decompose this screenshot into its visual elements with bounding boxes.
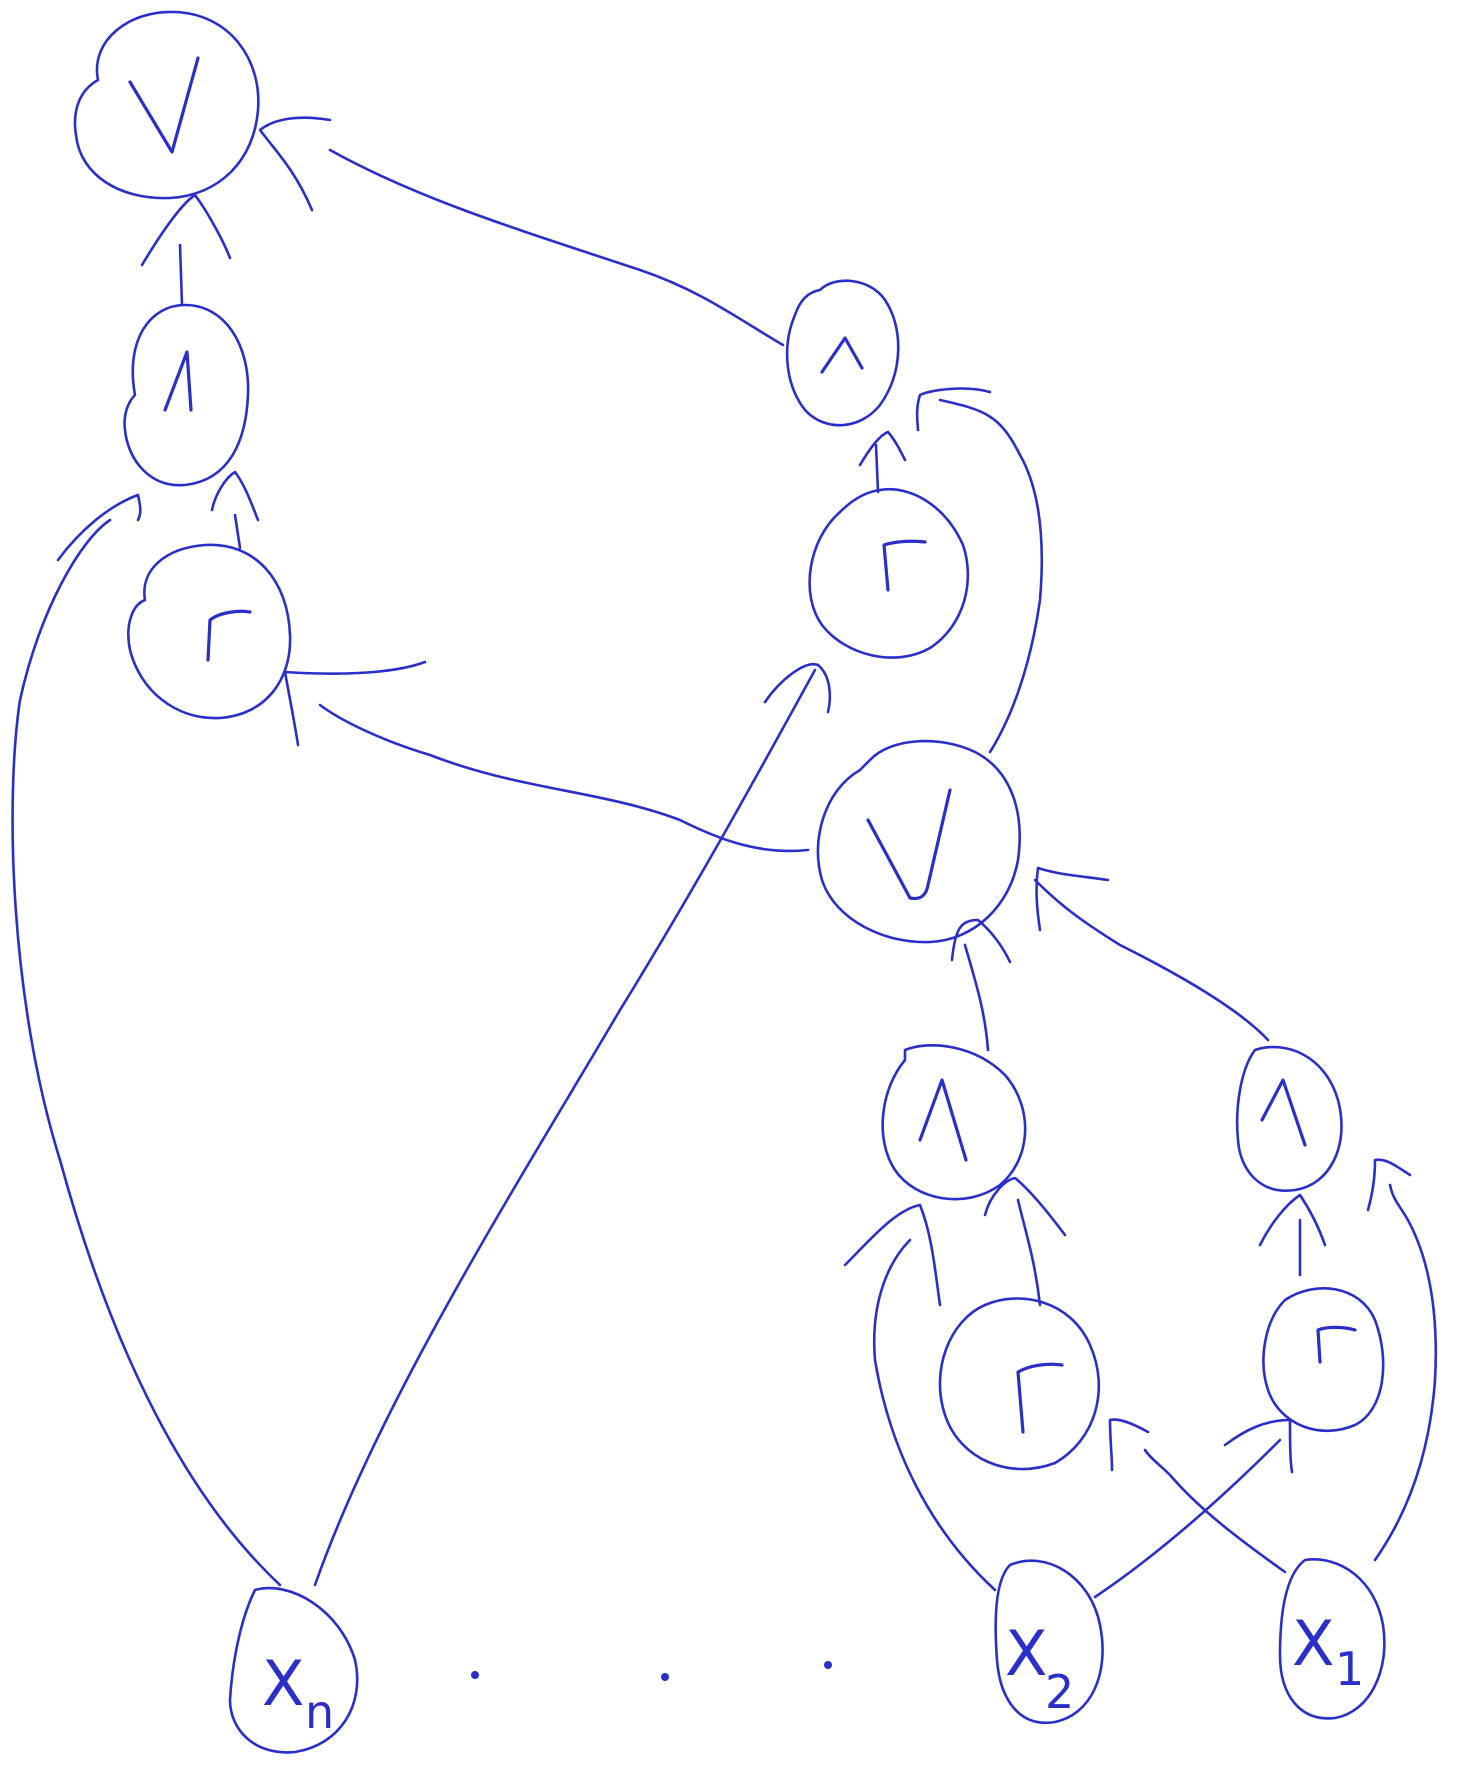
input-subscript: 1 bbox=[1335, 1642, 1364, 1696]
edge-xn-to-and-left bbox=[11, 493, 282, 1587]
input-subscript: n bbox=[305, 1685, 334, 1739]
edge-x2-to-not-lower-right bbox=[1093, 1418, 1294, 1599]
node-or-mid bbox=[816, 739, 1021, 944]
input-subscript: 2 bbox=[1045, 1665, 1074, 1719]
and-symbol bbox=[918, 1078, 968, 1162]
node-and-right bbox=[785, 279, 900, 427]
node-not-right bbox=[808, 487, 970, 659]
node-not-lower-right bbox=[1262, 1287, 1385, 1433]
or-symbol bbox=[128, 56, 200, 154]
edge-and-right-to-or-top bbox=[258, 116, 785, 347]
edge-x2-to-and-lower-left bbox=[843, 1203, 997, 1592]
input-var-label: X bbox=[1292, 1607, 1334, 1680]
node-input-xn: X n bbox=[228, 1586, 359, 1754]
not-symbol bbox=[882, 539, 927, 592]
edge-and-left-to-or-top bbox=[140, 193, 232, 307]
edge-not-lower-left-to-and-lower-left bbox=[983, 1176, 1067, 1307]
edge-or-mid-to-not-left bbox=[283, 660, 810, 853]
or-symbol bbox=[866, 788, 952, 901]
edge-and-lower-right-to-or-mid bbox=[1033, 866, 1270, 1042]
edge-not-lower-right-to-and-lower-right bbox=[1258, 1193, 1327, 1277]
ellipsis bbox=[471, 1661, 832, 1681]
node-not-left bbox=[127, 543, 292, 720]
edge-not-right-to-and-right bbox=[858, 430, 907, 494]
not-symbol bbox=[206, 609, 252, 662]
input-var-label: X bbox=[262, 1647, 304, 1720]
node-or-top bbox=[73, 10, 260, 200]
node-input-x2: X 2 bbox=[994, 1559, 1104, 1725]
edge-xn-to-not-right bbox=[313, 662, 832, 1587]
node-input-x1: X 1 bbox=[1278, 1558, 1386, 1720]
node-and-lower-left bbox=[881, 1044, 1027, 1201]
edge-x1-to-not-lower-left bbox=[1108, 1418, 1287, 1574]
node-and-lower-right bbox=[1235, 1045, 1343, 1192]
input-var-label: X bbox=[1005, 1617, 1047, 1690]
edge-not-left-to-and-left bbox=[210, 470, 260, 550]
and-symbol bbox=[163, 350, 193, 412]
edge-or-mid-to-and-right bbox=[915, 387, 1044, 754]
node-not-lower-left bbox=[938, 1297, 1101, 1471]
node-and-left bbox=[123, 303, 250, 487]
not-symbol bbox=[1316, 1325, 1357, 1364]
edge-and-lower-left-to-or-mid bbox=[950, 918, 1012, 1052]
and-symbol bbox=[820, 336, 864, 374]
not-symbol bbox=[1016, 1362, 1064, 1434]
edge-x1-to-and-lower-right bbox=[1366, 1158, 1437, 1562]
and-symbol bbox=[1260, 1078, 1307, 1147]
